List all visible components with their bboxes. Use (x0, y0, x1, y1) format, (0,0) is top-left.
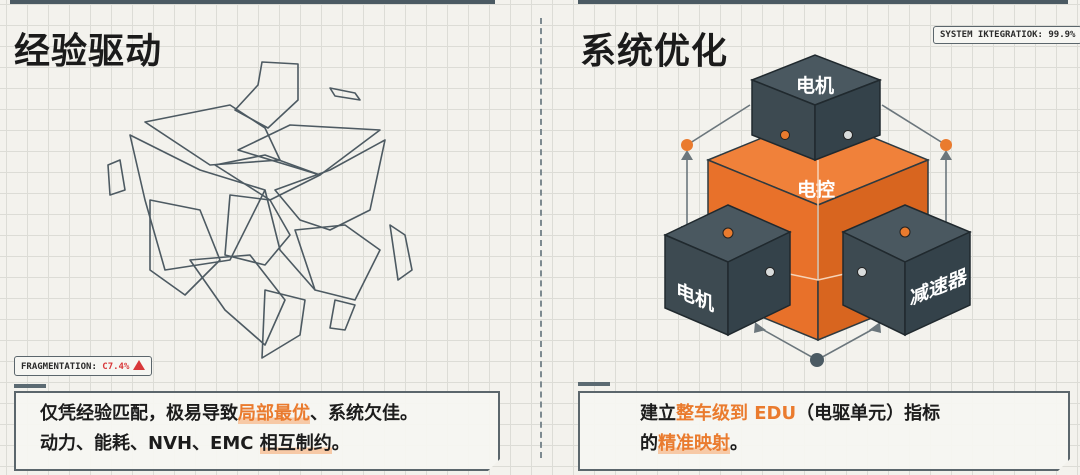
fragmentation-tag: FRAGMENTATION: C7.4% (14, 356, 153, 376)
shard (261, 289, 306, 359)
connector (881, 104, 947, 146)
left-text-box: 仅凭经验匹配，极易导致局部最优、系统欠佳。 动力、能耗、NVH、EMC 相互制约… (14, 391, 500, 471)
system-integration-tag: SYSTEM IKTEGRATIOK: 99.9% (933, 26, 1080, 44)
shard (107, 159, 126, 196)
port-dot (899, 226, 911, 238)
text: 仅凭经验匹配，极易导致 (40, 403, 238, 424)
highlight: 整车级到 EDU (676, 403, 797, 424)
connector (686, 104, 751, 146)
left-line-1: 仅凭经验匹配，极易导致局部最优、系统欠佳。 (40, 399, 418, 429)
port-dot (722, 227, 734, 239)
highlight: 局部最优 (238, 403, 310, 424)
node-dot (810, 353, 824, 367)
right-text-box: 建立整车级到 EDU（电驱单元）指标 的精准映射。 (578, 391, 1070, 471)
left-line-2: 动力、能耗、NVH、EMC 相互制约。 (40, 429, 418, 459)
panel-divider (540, 18, 542, 458)
shard (274, 139, 386, 231)
text: （电驱单元）指标 (796, 403, 941, 424)
text: 动力、能耗、NVH、EMC (40, 433, 260, 454)
port-dot (843, 130, 853, 140)
top-motor-cube (749, 54, 883, 162)
shard (189, 254, 286, 346)
left-motor-cube (663, 204, 792, 337)
shard (389, 224, 413, 281)
highlight: 相互制约 (259, 433, 332, 454)
right-line-1: 建立整车级到 EDU（电驱单元）指标 (640, 399, 940, 429)
shard (214, 154, 321, 201)
right-accent-bar (578, 382, 610, 386)
tag-label: FRAGMENTATION: (21, 362, 103, 372)
shard (224, 194, 291, 266)
port-dot (857, 267, 867, 277)
text: 。 (331, 433, 350, 454)
left-accent-bar (14, 384, 46, 388)
shard (329, 299, 356, 331)
right-text: 建立整车级到 EDU（电驱单元）指标 的精准映射。 (640, 399, 940, 459)
node-dot (940, 139, 952, 151)
top-bar-left (10, 0, 495, 4)
shard (129, 134, 266, 271)
port-dot (780, 130, 790, 140)
shattered-cube-illustration (107, 61, 413, 359)
shard (237, 124, 381, 176)
port-dot (765, 267, 775, 277)
warning-triangle-icon (133, 360, 146, 370)
top-bar-right (578, 0, 1068, 4)
tag-value: C7.4% (102, 362, 130, 372)
controller-label: 电控 (797, 178, 835, 201)
shard (234, 61, 299, 129)
fracture-line (264, 189, 316, 291)
right-title: 系统优化 (580, 31, 729, 72)
text: 的 (640, 433, 658, 454)
node-dot (681, 139, 693, 151)
highlight: 精准映射 (658, 433, 730, 454)
system-cube-diagram: 电控 电机 电机 减速器 (663, 54, 972, 367)
right-line-2: 的精准映射。 (640, 429, 940, 459)
shard (144, 104, 281, 166)
top-motor-label: 电机 (796, 74, 834, 97)
left-text: 仅凭经验匹配，极易导致局部最优、系统欠佳。 动力、能耗、NVH、EMC 相互制约… (40, 399, 418, 459)
shard (329, 87, 361, 101)
text: 。 (730, 433, 748, 454)
text: 建立 (640, 403, 676, 424)
left-title: 经验驱动 (14, 31, 163, 72)
shard (294, 224, 381, 301)
text: 、系统欠佳。 (310, 403, 418, 424)
